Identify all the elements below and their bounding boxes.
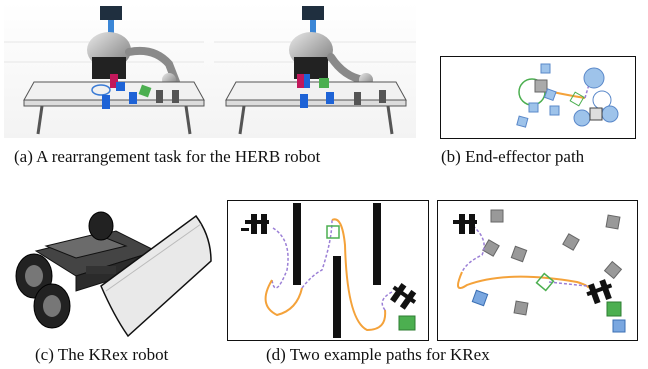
- panel-c-figure: [6, 196, 220, 340]
- panel-a-figure: [4, 2, 416, 138]
- panel-b-figure: [440, 56, 636, 139]
- herb-scene-initial: [23, 6, 205, 135]
- panel-b-caption: (b) End-effector path: [441, 147, 585, 166]
- panel-d-caption: (d) Two example paths for KRex: [266, 345, 490, 364]
- krex-path-map-2: [437, 200, 638, 341]
- panel-c-caption: (c) The KRex robot: [35, 345, 169, 364]
- krex-path-map-1: [227, 200, 429, 341]
- panel-a-caption: (a) A rearrangement task for the HERB ro…: [14, 147, 321, 166]
- herb-scene-final: [225, 6, 407, 135]
- panel-d-figure: [227, 200, 639, 342]
